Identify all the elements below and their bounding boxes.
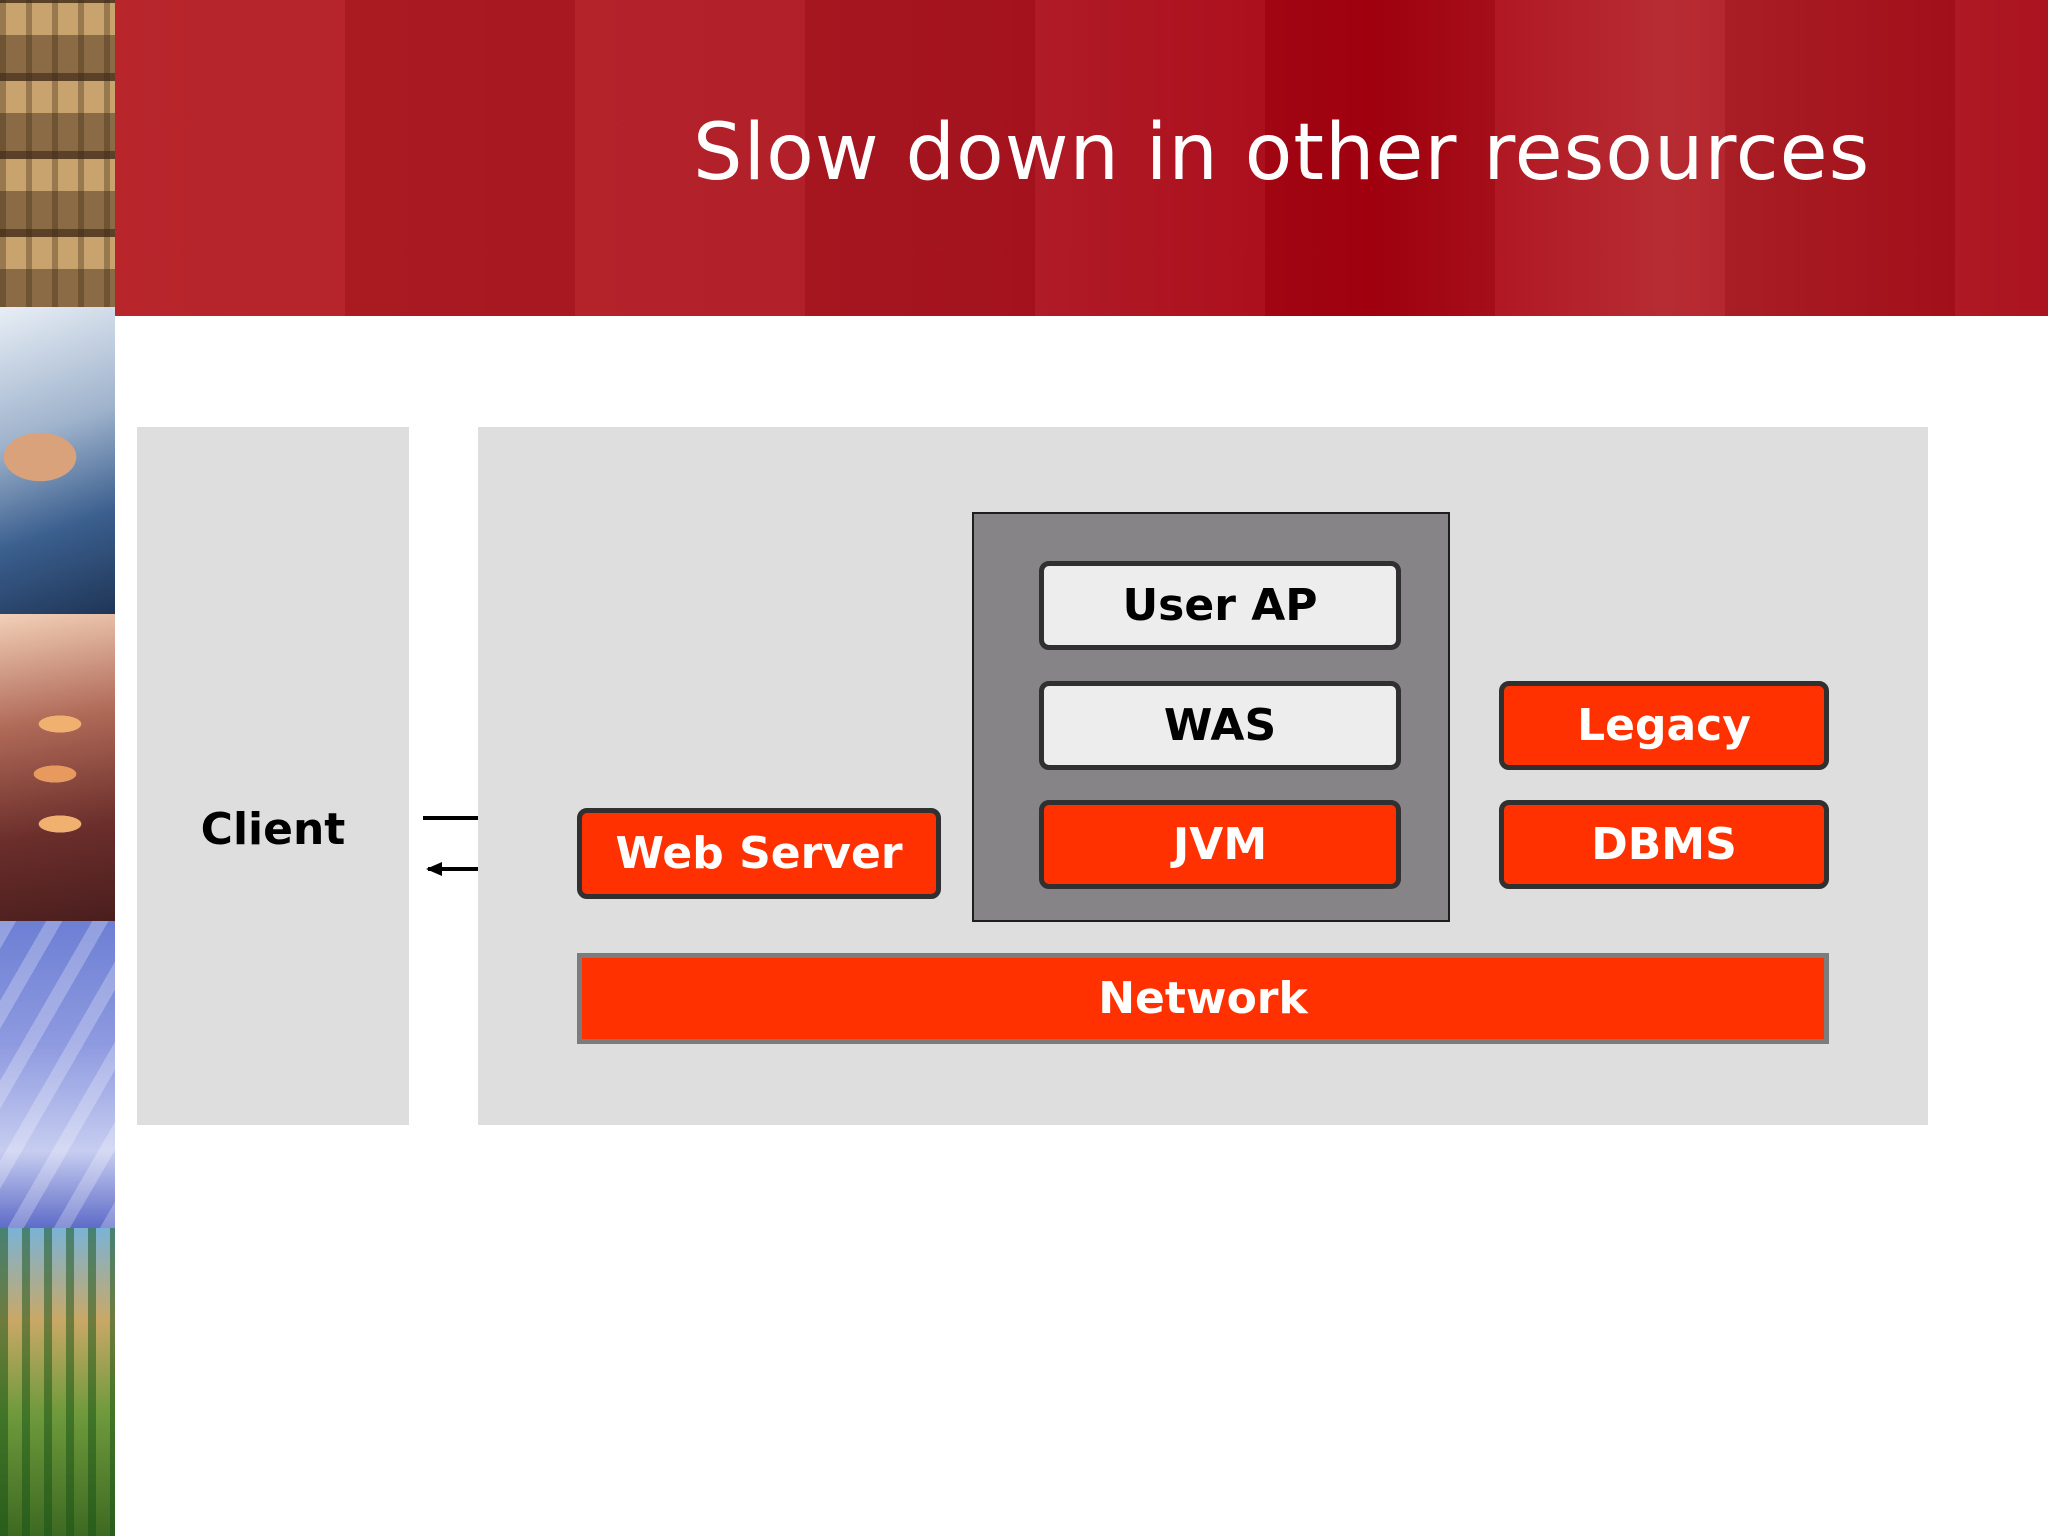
client-label: Client xyxy=(200,804,346,855)
blue-abstract-photo xyxy=(0,921,115,1228)
legacy-box: Legacy xyxy=(1499,681,1829,770)
title-banner: Slow down in other resources xyxy=(115,0,2048,316)
user-ap-box: User AP xyxy=(1039,561,1401,650)
response-arrowhead xyxy=(426,862,442,876)
keypad-photo xyxy=(0,614,115,921)
test-tubes-photo xyxy=(0,1228,115,1536)
network-bar: Network xyxy=(577,953,1829,1044)
warehouse-shelves-photo xyxy=(0,0,115,307)
was-box: WAS xyxy=(1039,681,1401,770)
side-photo-strip xyxy=(0,0,115,1536)
dbms-box: DBMS xyxy=(1499,800,1829,889)
jvm-box: JVM xyxy=(1039,800,1401,889)
web-server-box: Web Server xyxy=(577,808,941,899)
hand-scanner-photo xyxy=(0,307,115,614)
client-panel: Client xyxy=(137,427,409,1125)
slide-title: Slow down in other resources xyxy=(693,108,1871,198)
